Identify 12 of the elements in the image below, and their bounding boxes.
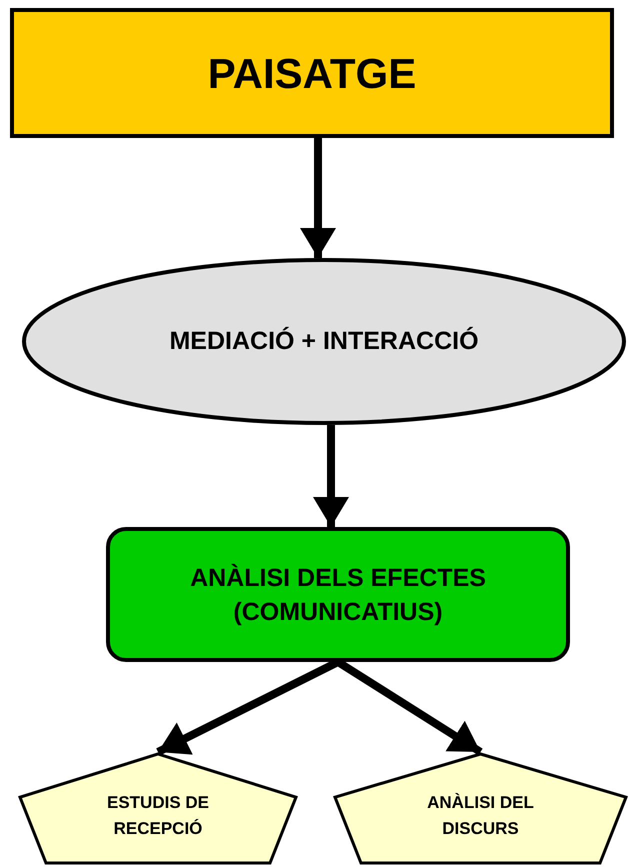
arrow <box>313 425 349 527</box>
node-label: ESTUDIS DE RECEPCIÓ <box>106 792 210 840</box>
node-label: MEDIACIÓ + INTERACCIÓ <box>169 326 479 357</box>
pentagon-node <box>333 752 628 865</box>
title-box <box>10 8 614 138</box>
process-ellipse <box>22 258 626 425</box>
process-box <box>106 527 570 662</box>
arrow <box>300 138 336 258</box>
pentagon-node <box>18 752 298 865</box>
node-label: ANÀLISI DELS EFECTES (COMUNICATIUS) <box>189 562 487 628</box>
node-label: ANÀLISI DEL DISCURS <box>426 792 535 840</box>
node-label: PAISATGE <box>208 48 416 98</box>
